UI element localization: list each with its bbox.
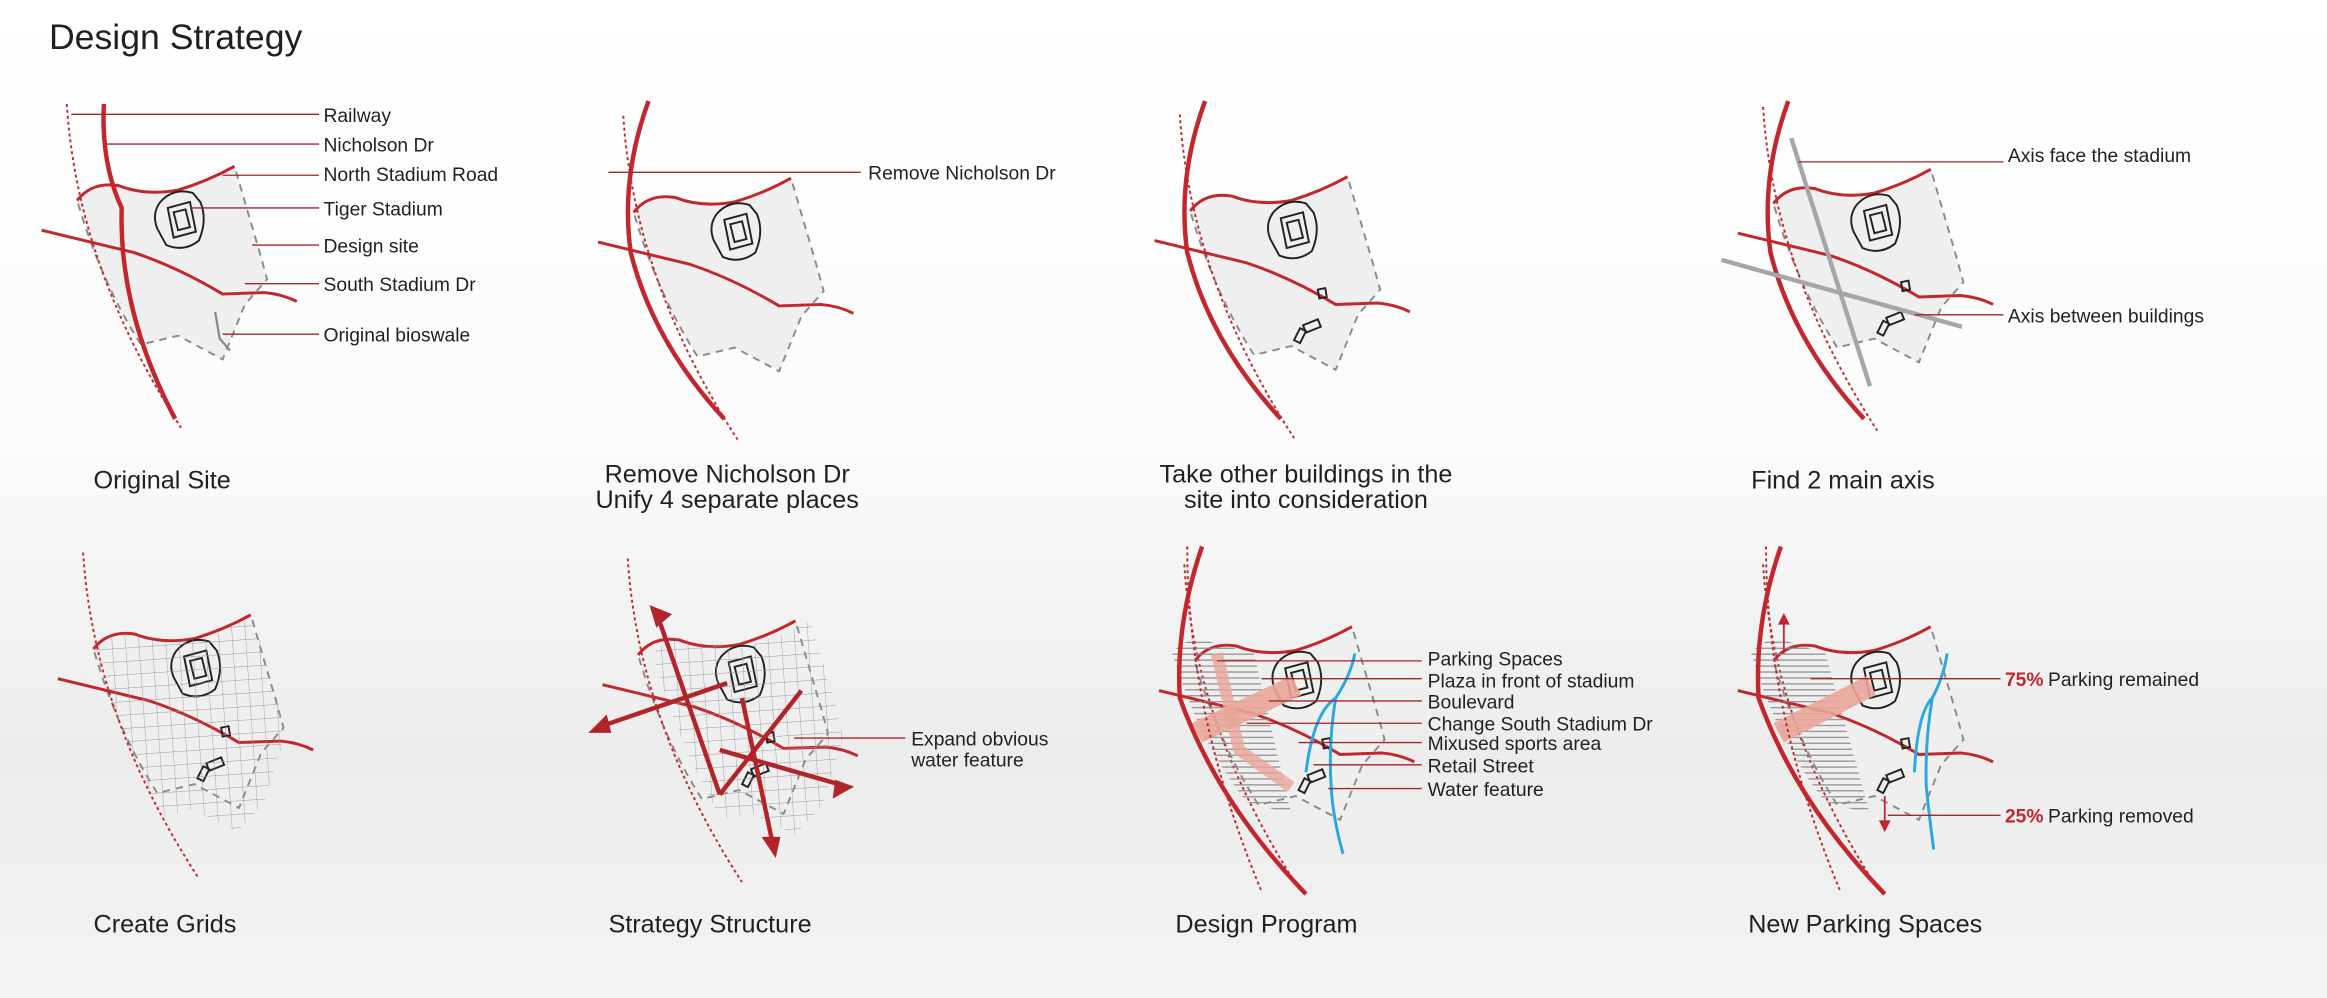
- caption-new-parking: New Parking Spaces: [1748, 911, 1982, 939]
- panel-original-site: Railway Nicholson Dr North Stadium Road …: [42, 103, 499, 495]
- panel-other-buildings: Take other buildings in the site into co…: [1155, 100, 1453, 514]
- label-boulevard: Boulevard: [1428, 692, 1515, 713]
- label-water-feature: Water feature: [1428, 780, 1544, 801]
- label-parking-remained: 75%Parking remained: [2005, 670, 2199, 691]
- label-remove-nicholson: Remove Nicholson Dr: [868, 164, 1056, 185]
- boulevard: [1191, 675, 1302, 743]
- caption-create-grids: Create Grids: [93, 911, 236, 939]
- parking-arrows: [1777, 612, 1891, 833]
- label-mixused-sports: Mixused sports area: [1428, 734, 1602, 755]
- label-original-bioswale: Original bioswale: [324, 326, 471, 347]
- label-change-south-stadium-dr: Change South Stadium Dr: [1428, 715, 1654, 736]
- label-tiger-stadium: Tiger Stadium: [324, 199, 443, 220]
- caption-line-2: Unify 4 separate places: [595, 486, 858, 514]
- panel-design-program: Parking Spaces Plaza in front of stadium…: [1159, 545, 1654, 939]
- water-feature: [1912, 653, 1949, 850]
- panel-strategy-structure: Expand obvious water feature Strategy St…: [588, 558, 1048, 939]
- caption-line-2: site into consideration: [1184, 486, 1428, 514]
- retail-street: [1211, 652, 1295, 792]
- label-south-stadium-dr: South Stadium Dr: [324, 275, 477, 296]
- label-plaza: Plaza in front of stadium: [1428, 672, 1635, 693]
- caption-design-program: Design Program: [1175, 911, 1357, 939]
- nicholson-dr-road: [101, 103, 178, 420]
- axis-face-stadium: [1789, 137, 1873, 387]
- panel-create-grids: Create Grids: [58, 552, 313, 939]
- label-railway: Railway: [324, 106, 392, 127]
- label-design-site: Design site: [324, 236, 419, 257]
- label-parking-removed: 25%Parking removed: [2005, 807, 2194, 828]
- bioswale: [214, 311, 231, 352]
- caption-find-axis: Find 2 main axis: [1751, 467, 1935, 495]
- label-axis-between-buildings: Axis between buildings: [2008, 306, 2204, 327]
- panel-new-parking: 75%Parking remained 25%Parking removed N…: [1738, 545, 2199, 939]
- caption-strategy-structure: Strategy Structure: [608, 911, 811, 939]
- label-parking-spaces: Parking Spaces: [1428, 649, 1563, 670]
- caption-line-1: Take other buildings in the: [1160, 461, 1453, 489]
- panel-remove-nicholson: Remove Nicholson Dr Remove Nicholson Dr …: [595, 100, 1056, 514]
- panel-main-axis: Axis face the stadium Axis between build…: [1720, 100, 2204, 495]
- text-removed: Parking removed: [2048, 807, 2194, 828]
- grid-overlay: [94, 616, 285, 832]
- axis-between-buildings: [1720, 257, 1963, 329]
- structure-arrows: [588, 605, 855, 859]
- page-title: Design Strategy: [49, 17, 303, 57]
- pct-removed: 25%: [2005, 807, 2044, 828]
- caption-line-1: Remove Nicholson Dr: [605, 461, 850, 489]
- label-retail-street: Retail Street: [1428, 756, 1535, 777]
- pct-remained: 75%: [2005, 670, 2044, 691]
- label-expand-water-2: water feature: [910, 750, 1024, 771]
- label-expand-water-1: Expand obvious: [911, 730, 1048, 751]
- caption-original-site: Original Site: [93, 467, 230, 495]
- text-remained: Parking remained: [2048, 670, 2199, 691]
- label-nicholson-dr: Nicholson Dr: [324, 135, 435, 156]
- label-north-stadium-road: North Stadium Road: [324, 165, 499, 186]
- label-axis-face-stadium: Axis face the stadium: [2008, 146, 2191, 167]
